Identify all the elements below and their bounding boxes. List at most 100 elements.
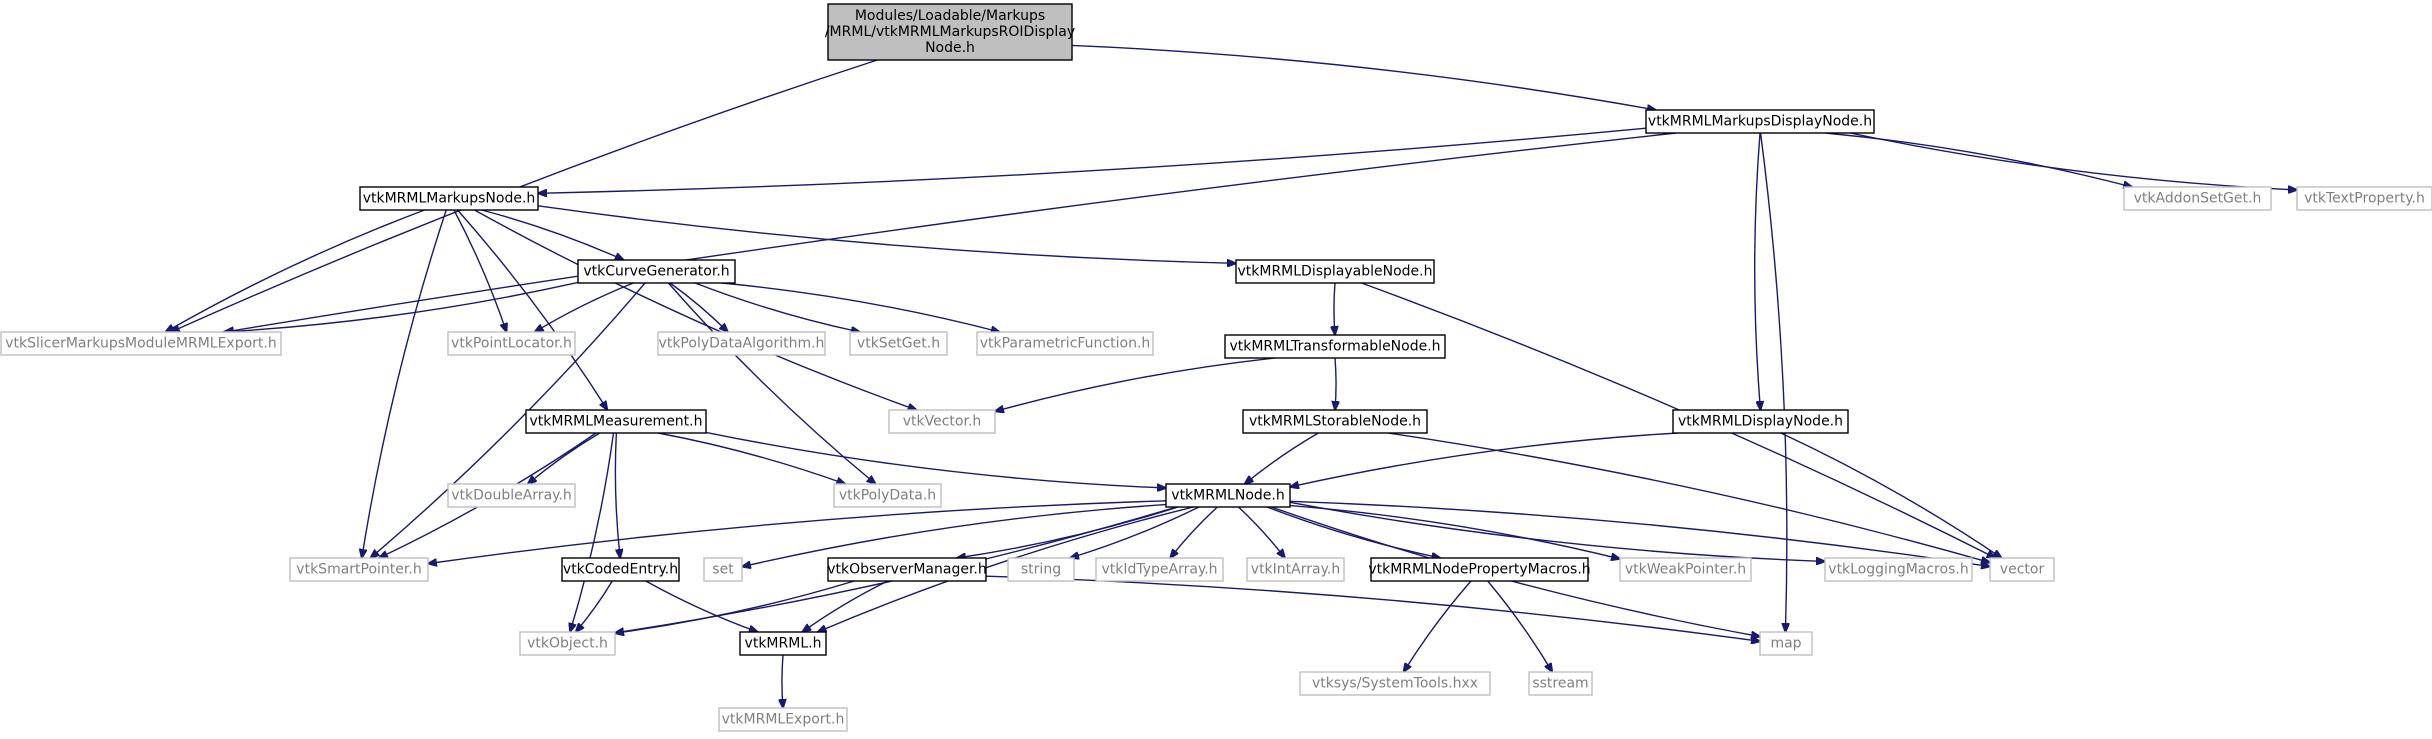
edge-displaynodeMarkups-to-slicerexport: [225, 132, 1677, 332]
edge-mrmlnode-to-set: [742, 503, 1167, 567]
node-box-slicerexport: [0, 331, 282, 356]
node-label-polydata: vtkPolyData.h: [839, 488, 936, 504]
node-polydata: vtkPolyData.h: [833, 483, 942, 508]
node-box-parametric: [976, 331, 1154, 356]
edge-observermgr-to-map: [985, 575, 1760, 641]
edge-displaynodeMarkups-to-markupsnode: [538, 127, 1647, 193]
edge-measurement-to-polydata: [658, 432, 845, 484]
node-propmacros[interactable]: vtkMRMLNodePropertyMacros.h: [1368, 557, 1591, 582]
node-displaynodeMarkups[interactable]: vtkMRMLMarkupsDisplayNode.h: [1645, 109, 1875, 134]
edge-mrmlnode-to-idtypearray: [1170, 506, 1218, 558]
node-box-measurement: [525, 409, 707, 434]
node-label-parametric: vtkParametricFunction.h: [980, 336, 1151, 352]
node-label-logging: vtkLoggingMacros.h: [1828, 562, 1968, 578]
edge-vtkmrml-to-mrmlexport: [782, 654, 783, 708]
node-box-mrmlnode: [1165, 483, 1291, 508]
edge-transformable-to-storable: [1335, 357, 1336, 410]
node-label-polydataalgo: vtkPolyDataAlgorithm.h: [659, 336, 825, 352]
edge-displaynodeMarkups-to-displaynode: [1754, 132, 1761, 410]
edge-measurement-to-mrmlnode: [705, 431, 1166, 488]
node-root: Modules/Loadable/Markups/MRML/vtkMRMLMar…: [825, 3, 1075, 61]
edge-displaynodeMarkups-to-map: [1759, 132, 1787, 632]
node-label-root: Node.h: [925, 40, 975, 56]
node-label-vector: vector: [2000, 562, 2045, 578]
node-label-doublearray: vtkDoubleArray.h: [451, 488, 572, 504]
node-box-polydataalgo: [657, 331, 826, 356]
node-label-map: map: [1770, 636, 1801, 652]
node-label-addonsetget: vtkAddonSetGet.h: [2134, 191, 2262, 207]
node-box-vtkvector: [888, 409, 996, 434]
edge-codedentry-to-vtkmrml: [645, 580, 758, 632]
node-observermgr[interactable]: vtkObserverManager.h: [827, 557, 987, 582]
node-label-codedentry: vtkCodedEntry.h: [563, 562, 678, 578]
node-string: string: [1007, 557, 1075, 582]
node-label-measurement: vtkMRMLMeasurement.h: [529, 414, 702, 430]
edge-displaynodeMarkups-to-addonsetget: [1825, 132, 2132, 187]
node-storable[interactable]: vtkMRMLStorableNode.h: [1242, 409, 1428, 434]
node-label-curvegen: vtkCurveGenerator.h: [583, 264, 729, 280]
node-logging: vtkLoggingMacros.h: [1824, 557, 1973, 582]
node-markupsnode[interactable]: vtkMRMLMarkupsNode.h: [359, 186, 539, 211]
node-transformable[interactable]: vtkMRMLTransformableNode.h: [1224, 334, 1446, 359]
node-displayable[interactable]: vtkMRMLDisplayableNode.h: [1235, 259, 1435, 284]
node-label-vtkmrml: vtkMRML.h: [745, 636, 822, 652]
node-vector: vector: [1989, 557, 2055, 582]
edge-root-to-displaynodeMarkups: [1071, 44, 1656, 110]
node-map: map: [1759, 631, 1813, 656]
node-label-mrmlexport: vtkMRMLExport.h: [722, 712, 845, 728]
node-box-weakpointer: [1619, 557, 1752, 582]
node-box-vtkobject: [519, 631, 616, 656]
node-box-curvegen: [577, 259, 736, 284]
edge-markupsnode-to-curvegen: [481, 209, 624, 260]
node-box-transformable: [1224, 334, 1446, 359]
edge-observermgr-to-vtkobject: [615, 580, 855, 633]
node-curvegen[interactable]: vtkCurveGenerator.h: [577, 259, 736, 284]
edge-markupsnode-to-slicerexport: [165, 209, 425, 332]
edge-displaynode-to-mrmlnode: [1290, 432, 1678, 487]
node-doublearray: vtkDoubleArray.h: [447, 483, 576, 508]
node-box-intarray: [1246, 557, 1345, 582]
node-label-mrmlnode: vtkMRMLNode.h: [1171, 488, 1284, 504]
edge-mrmlnode-to-vector: [1289, 500, 1990, 566]
node-box-doublearray: [447, 483, 576, 508]
node-label-textproperty: vtkTextProperty.h: [2304, 191, 2425, 207]
node-displaynode[interactable]: vtkMRMLDisplayNode.h: [1672, 409, 1849, 434]
node-label-root: /MRML/vtkMRMLMarkupsROIDisplay: [825, 24, 1075, 40]
node-box-pointlocator: [447, 331, 576, 356]
node-box-displaynode: [1672, 409, 1849, 434]
node-box-string: [1007, 557, 1075, 582]
edge-curvegen-to-smartpointer: [370, 282, 646, 558]
edge-mrmlnode-to-smartpointer: [428, 500, 1167, 564]
node-vtkvector: vtkVector.h: [888, 409, 996, 434]
node-box-map: [1759, 631, 1813, 656]
node-parametric: vtkParametricFunction.h: [976, 331, 1154, 356]
node-box-vtkmrml: [739, 631, 827, 656]
edge-curvegen-to-polydataalgo: [669, 282, 728, 332]
edge-mrmlnode-to-logging: [1289, 501, 1825, 561]
edge-propmacros-to-sstream: [1487, 580, 1553, 672]
node-pointlocator: vtkPointLocator.h: [447, 331, 576, 356]
node-box-addonsetget: [2123, 186, 2272, 211]
edge-mrmlnode-to-vtkmrml: [818, 506, 1194, 632]
edge-mrmlnode-to-string: [1070, 506, 1200, 558]
edge-curvegen-to-pointlocator: [535, 282, 634, 332]
edge-measurement-to-vtkobject: [570, 432, 615, 632]
node-label-set: set: [712, 562, 734, 578]
node-codedentry[interactable]: vtkCodedEntry.h: [561, 557, 680, 582]
node-setget: vtkSetGet.h: [849, 331, 948, 356]
node-label-string: string: [1021, 562, 1061, 578]
edge-measurement-to-codedentry: [614, 432, 620, 558]
node-box-displaynodeMarkups: [1645, 109, 1875, 134]
edge-displayable-to-transformable: [1334, 282, 1335, 335]
node-label-intarray: vtkIntArray.h: [1251, 562, 1340, 578]
node-polydataalgo: vtkPolyDataAlgorithm.h: [657, 331, 826, 356]
node-box-set: [703, 557, 743, 582]
edge-transformable-to-vtkvector: [995, 357, 1275, 411]
node-mrmlnode[interactable]: vtkMRMLNode.h: [1165, 483, 1291, 508]
node-label-transformable: vtkMRMLTransformableNode.h: [1229, 339, 1440, 355]
node-box-textproperty: [2296, 186, 2432, 211]
node-measurement[interactable]: vtkMRMLMeasurement.h: [525, 409, 707, 434]
node-box-root: [827, 3, 1073, 61]
node-vtkmrml[interactable]: vtkMRML.h: [739, 631, 827, 656]
